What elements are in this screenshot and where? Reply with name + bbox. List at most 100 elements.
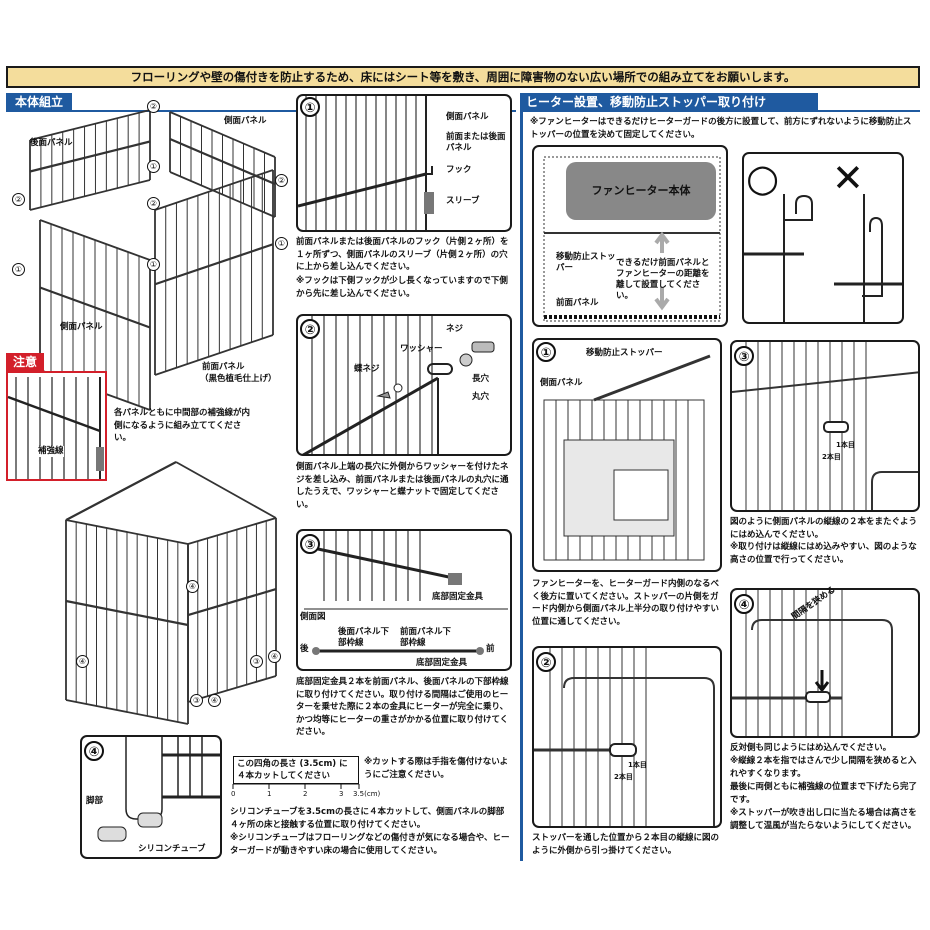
step1-number: ① [300, 97, 320, 117]
caution-box [6, 371, 107, 481]
caution-title: 注意 [6, 353, 44, 372]
mark-step-2: ② [147, 100, 160, 113]
step3-text: 底部固定金具２本を前面パネル、後面パネルの下部枠線に取り付けてください。取り付け… [296, 677, 509, 737]
ng-mark: ✕ [832, 156, 864, 200]
rstep3-text: 図のように側面パネルの縦線の２本をまたぐようにはめ込んでください。 [730, 517, 918, 540]
label-round-hole: 丸穴 [472, 392, 490, 402]
scale-0: 0 [231, 790, 236, 798]
distance-note: できるだけ前面パネルとファンヒーターの距離を離して設置してください。 [616, 258, 710, 301]
label-first-wire: 1本目 [836, 441, 855, 449]
step2-illustration [296, 314, 512, 456]
label-hook: フック [446, 165, 472, 175]
label-second-wire: 2本目 [614, 773, 633, 781]
rstep4-note2: ※ストッパーが吹き出し口に当たる場合は高さを調整して温風が当たらないようにしてく… [730, 808, 917, 831]
label-first-wire: 1本目 [628, 761, 647, 769]
label-back-panel-bottom-frame: 後面パネル下部枠線 [338, 627, 390, 648]
label-silicone-tube: シリコンチューブ [138, 844, 206, 854]
label-bottom-fixing-bracket: 底部固定金具 [416, 658, 468, 668]
label-stopper: 移動防止ストッパー [556, 252, 616, 273]
label-back-panel: 後面パネル [30, 138, 73, 148]
stopper-ok-ng-illustration [742, 152, 904, 324]
mark-step-3: ③ [250, 655, 263, 668]
label-front-or-back-panel: 前面または後面パネル [446, 132, 506, 153]
ok-mark: ○ [746, 156, 780, 200]
step4-note: ※シリコンチューブはフローリングなどの傷付きが気になる場合や、ヒーターガードが動… [230, 833, 510, 856]
step1-note: ※フックは下側フックが少し長くなっていますので下側から先に差し込んでください。 [296, 276, 508, 299]
rstep3-illustration [730, 340, 920, 512]
scale-3-5: 3.5(cm) [353, 790, 381, 798]
label-second-wire: 2本目 [822, 453, 841, 461]
label-bottom-fixing-bracket: 底部固定金具 [432, 592, 484, 602]
heater-intro-text: ※ファンヒーターはできるだけヒーターガードの後方に設置して、前方にずれないように… [530, 117, 912, 140]
step4-cut-note: ※カットする際は手指を傷付けないようにご注意ください。 [364, 757, 509, 780]
rstep4-number: ④ [734, 594, 754, 614]
rstep2-illustration [532, 646, 722, 828]
rstep3-number: ③ [734, 346, 754, 366]
mark-step-1: ① [12, 263, 25, 276]
label-front-panel-note: （黒色植毛仕上げ） [200, 374, 277, 384]
section-rule [522, 110, 920, 112]
rstep3-note: ※取り付けは縦線にはめ込みやすい、図のような高さの位置で行ってください。 [730, 542, 917, 565]
section-title-assembly: 本体組立 [6, 93, 72, 112]
label-side-panel: 側面パネル [224, 116, 267, 126]
rstep1-number: ① [536, 342, 556, 362]
scale-3: 3 [339, 790, 344, 798]
label-side-panel: 側面パネル [446, 112, 489, 122]
label-front: 前 [486, 644, 495, 654]
label-washer: ワッシャー [400, 344, 443, 354]
label-front-panel: 前面パネル [556, 298, 599, 308]
label-front-panel-bottom-frame: 前面パネル下部枠線 [400, 627, 452, 648]
rstep2-number: ② [536, 652, 556, 672]
mark-step-1: ① [147, 160, 160, 173]
step3-number: ③ [300, 534, 320, 554]
rstep4-text2: 最後に両側ともに補強線の位置まで下げたら完了です。 [730, 782, 918, 805]
step4-illustration [80, 735, 222, 859]
section-title-heater: ヒーター設置、移動防止ストッパー取り付け [522, 93, 818, 112]
mark-step-1: ① [275, 237, 288, 250]
step1-illustration [296, 94, 512, 232]
section-divider [520, 93, 523, 861]
scale-2: 2 [303, 790, 308, 798]
notice-banner: フローリングや壁の傷付きを防止するため、床にはシート等を敷き、周囲に障害物のない… [6, 66, 920, 88]
label-screw: ネジ [446, 324, 464, 334]
cut-scale [232, 783, 360, 789]
label-side-panel: 側面パネル [540, 378, 583, 388]
step2-number: ② [300, 319, 320, 339]
step1-text: 前面パネルまたは後面パネルのフック（片側２ヶ所）を１ヶ所ずつ、側面パネルのスリー… [296, 237, 509, 272]
step2-text: 側面パネル上端の長穴に外側からワッシャーを付けたネジを差し込み、前面パネルまたは… [296, 462, 509, 510]
rstep2-text: ストッパーを通した位置から２本目の縦線に図のように外側から引っ掛けてください。 [532, 833, 720, 856]
rstep4-note1: ※縦線２本を指ではさんで少し間隔を狭めると入れやすくなります。 [730, 756, 917, 779]
label-stopper: 移動防止ストッパー [586, 348, 663, 358]
rstep4-text: 反対側も同じようにはめ込んでください。 [730, 743, 892, 753]
label-front-panel: 前面パネル [202, 362, 245, 372]
fan-heater-body: ファンヒーター本体 [566, 162, 716, 220]
step4-text: シリコンチューブを3.5cmの長さに４本カットして、側面パネルの脚部４ヶ所の床と… [230, 807, 505, 830]
mark-step-4: ④ [76, 655, 89, 668]
label-leg: 脚部 [86, 796, 104, 806]
label-long-hole: 長穴 [472, 374, 490, 384]
mark-step-4: ④ [186, 580, 199, 593]
label-reinforcement-wire: 補強線 [38, 446, 64, 457]
label-wing-nut: 蝶ネジ [354, 364, 380, 374]
caution-text: 各パネルともに中間部の補強線が内側になるように組み立ててください。 [114, 408, 251, 443]
label-side-panel: 側面パネル [60, 322, 103, 332]
section-rule [6, 110, 516, 112]
mark-step-2: ② [147, 197, 160, 210]
step4-number: ④ [84, 741, 104, 761]
scale-1: 1 [267, 790, 272, 798]
cut-guide-box: この四角の長さ (3.5cm) に４本カットしてください [233, 756, 359, 784]
mark-step-2: ② [12, 193, 25, 206]
rstep1-text: ファンヒーターを、ヒーターガード内側のなるべく後方に置いてください。ストッパーの… [532, 579, 720, 627]
label-sleeve: スリーブ [446, 196, 480, 206]
mark-step-2: ② [275, 174, 288, 187]
step3-illustration [296, 529, 512, 671]
mark-step-4: ④ [268, 650, 281, 663]
mark-step-4: ④ [208, 694, 221, 707]
rstep4-illustration [730, 588, 920, 738]
rstep1-illustration [532, 338, 722, 572]
mark-step-1: ① [147, 258, 160, 271]
mark-step-3: ③ [190, 694, 203, 707]
label-side-view: 側面図 [300, 612, 326, 622]
